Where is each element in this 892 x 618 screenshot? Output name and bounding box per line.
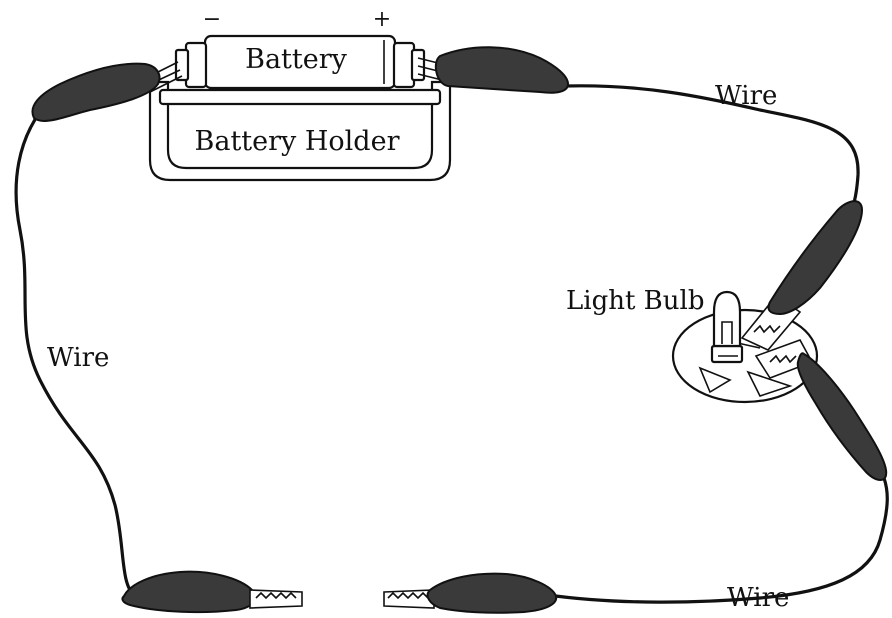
light-bulb xyxy=(710,290,744,364)
alligator-clip-bulb-lower xyxy=(754,339,888,481)
battery xyxy=(174,34,426,90)
battery-plus-sign: + xyxy=(373,7,391,32)
alligator-clip-loose-left xyxy=(121,570,303,614)
wire-bottom-right xyxy=(546,476,889,604)
alligator-clip-battery-minus xyxy=(31,61,183,122)
wire-label-top-right: Wire xyxy=(715,81,777,111)
wire-label-bottom-right: Wire xyxy=(727,583,789,613)
wire-left xyxy=(14,110,137,598)
battery-label: Battery xyxy=(245,44,348,75)
alligator-clip-battery-plus xyxy=(417,46,570,94)
wire-top-right xyxy=(563,84,860,224)
battery-holder-label: Battery Holder xyxy=(195,126,400,157)
wire-label-left: Wire xyxy=(47,343,109,373)
battery-holder xyxy=(148,80,452,182)
light-bulb-label: Light Bulb xyxy=(566,286,705,316)
alligator-clip-loose-right xyxy=(383,572,558,614)
alligator-clip-bulb-upper xyxy=(740,200,864,351)
battery-minus-sign: − xyxy=(203,7,221,32)
